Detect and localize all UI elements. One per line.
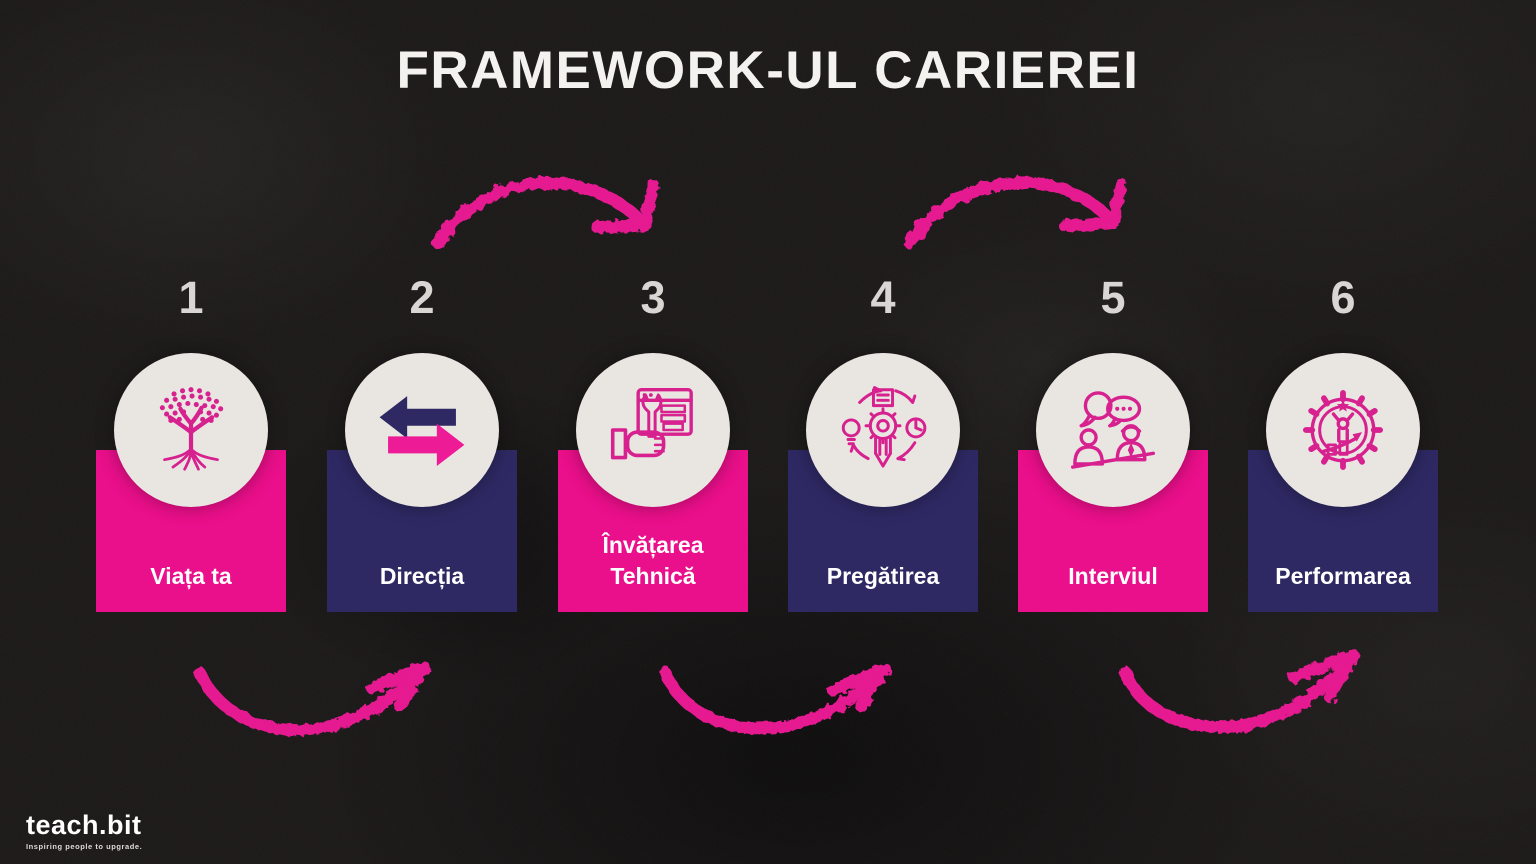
interview-icon	[1071, 391, 1155, 469]
direction-arrows-icon	[379, 396, 465, 467]
step-label: Pregătirea	[826, 562, 940, 589]
step-label: Învățarea Tehnică	[602, 531, 704, 589]
logo-name: teach.bit	[26, 810, 142, 840]
step-number: 2	[409, 272, 435, 323]
step-label: Viața ta	[150, 562, 232, 589]
step-icon-circle	[1036, 353, 1190, 507]
step-label: Direcția	[379, 562, 465, 589]
step-icon-circle	[345, 353, 499, 507]
step-card-1: 1	[96, 270, 286, 616]
step-number: 3	[640, 272, 666, 323]
step-card-6: 6	[1248, 270, 1438, 616]
step-number: 5	[1100, 272, 1126, 323]
step-card-3: 3 Învățarea Tehnică	[558, 270, 748, 616]
arrow-top-step-1-to-2	[432, 177, 659, 249]
preparation-process-icon	[841, 386, 927, 468]
arrow-bottom-step-5-to-6	[1120, 649, 1359, 733]
arrow-top-step-4-to-5	[904, 176, 1127, 249]
step-card-2: 2 Direcția	[327, 270, 517, 616]
step-number: 6	[1330, 272, 1356, 323]
logo: teach.bit Inspiring people to upgrade.	[26, 810, 142, 851]
tree-of-life-icon	[159, 387, 224, 471]
technical-learning-icon	[610, 388, 693, 460]
step-card-4: 4	[788, 270, 978, 616]
arrow-bottom-step-1-to-2	[194, 661, 430, 736]
step-label: Performarea	[1275, 562, 1411, 589]
step-icon-circle	[114, 353, 268, 507]
arrow-bottom-step-3-to-4	[659, 663, 891, 735]
step-icon-circle	[806, 353, 960, 507]
step-icon-circle	[1266, 353, 1420, 507]
step-card-5: 5	[1018, 270, 1208, 616]
step-icon-circle	[576, 353, 730, 507]
step-number: 1	[178, 272, 204, 323]
page-title: FRAMEWORK-UL CARIEREI	[396, 41, 1140, 100]
performance-gear-icon	[1302, 389, 1384, 471]
step-label: Interviul	[1068, 562, 1158, 589]
step-number: 4	[870, 272, 896, 323]
logo-tagline: Inspiring people to upgrade.	[26, 842, 143, 851]
